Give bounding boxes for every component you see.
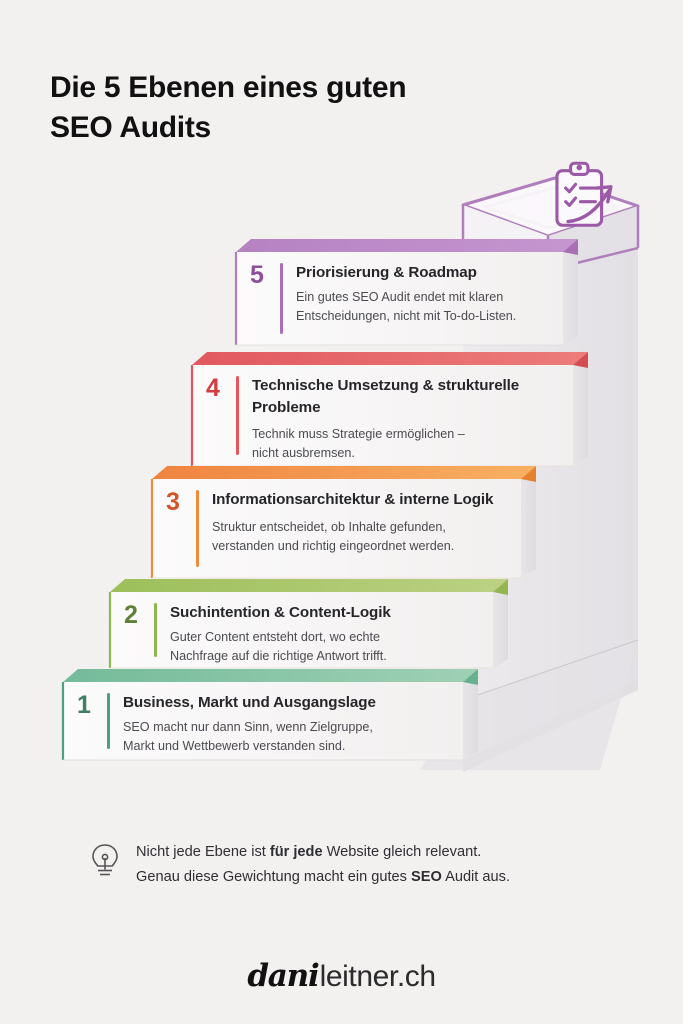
step-number-1: 1 [77,691,91,719]
step-description-2-line-2: Nachfrage auf die richtige Antwort triff… [170,648,387,663]
step-block-1 [61,669,478,761]
brand-logo-domain: leitner.ch [319,960,436,993]
step-number-2: 2 [124,601,138,629]
step-title-3-line-2: interne Logik [399,491,494,508]
footer-line-2: Genau diese Gewichtung macht ein gutes S… [136,865,510,890]
step-description-4-line-1: Technik muss Strategie ermöglichen – [252,427,465,442]
step-description-3-line-2: verstanden und richtig eingeordnet werde… [212,538,455,553]
step-accent-rule-2 [154,603,157,657]
step-title-2: Suchintention & Content-Logik [170,604,391,621]
footer-line-1-part-c: Website gleich relevant. [322,844,482,860]
step-title-3: Informationsarchitektur & interne Logik [212,489,511,511]
step-title-3-line-1: Informationsarchitektur & [212,491,396,508]
step-block-2 [108,579,508,669]
step-content-3: Informationsarchitektur & interne Logik … [212,488,511,556]
footer-line-1: Nicht jede Ebene ist für jede Website gl… [136,840,510,865]
step-card-5[interactable]: 5 Priorisierung & Roadmap Ein gutes SEO … [236,252,563,345]
step-description-5-line-2: Entscheidungen, nicht mit To-do-Listen. [296,308,517,323]
footer-line-2-emphasis: SEO [411,869,442,886]
step-title-4-line-2: strukturelle Probleme [252,377,520,416]
step-description-4-line-2: nicht ausbremsen. [252,446,355,461]
step-title-4-line-1: Technische Umsetzung & [252,377,434,394]
page-title: Die 5 Ebenen eines guten SEO Audits [50,68,610,148]
staircase-svg [61,161,640,772]
footer-line-2-part-c: Audit aus. [441,869,510,886]
step-title-4: Technische Umsetzung & strukturelle Prob… [252,375,563,418]
step-description-5: Ein gutes SEO Audit endet mit klaren Ent… [296,288,553,326]
step-description-3: Struktur entscheidet, ob Inhalte gefunde… [212,518,511,556]
step-number-5: 5 [250,261,264,289]
clipboard-growth-icon [555,161,613,227]
step-accent-rule-1 [107,693,110,749]
footer-line-1-emphasis: für jede [269,844,323,860]
step-description-5-line-1: Ein gutes SEO Audit endet mit klaren [296,289,504,304]
footer-note: Nicht jede Ebene ist für jede Website gl… [88,840,618,890]
lightbulb-icon [88,840,122,885]
step-description-1-line-1: SEO macht nur dann Sinn, wenn Zielgruppe… [123,719,373,734]
step-number-3: 3 [166,488,180,516]
step-accent-rule-5 [280,263,283,334]
page-title-line-2: SEO Audits [50,111,211,145]
step-description-1: SEO macht nur dann Sinn, wenn Zielgruppe… [123,718,453,756]
step-number-4: 4 [206,374,220,402]
step-content-4: Technische Umsetzung & strukturelle Prob… [252,374,563,463]
step-accent-rule-4 [236,376,239,455]
step-content-2: Suchintention & Content-Logik Guter Cont… [170,601,483,666]
step-description-4: Technik muss Strategie ermöglichen – nic… [252,425,563,463]
step-card-2[interactable]: 2 Suchintention & Content-Logik Guter Co… [110,592,493,668]
step-card-3[interactable]: 3 Informationsarchitektur & interne Logi… [152,479,521,578]
step-description-1-line-2: Markt und Wettbewerb verstanden sind. [123,738,346,753]
step-block-4 [190,352,588,467]
step-block-3 [150,466,536,579]
step-title-1: Business, Markt und Ausgangslage [123,694,376,711]
step-description-2: Guter Content entsteht dort, wo echte Na… [170,628,483,666]
step-card-1[interactable]: 1 Business, Markt und Ausgangslage SEO m… [63,682,463,760]
step-accent-rule-3 [196,490,199,567]
page-title-line-1: Die 5 Ebenen eines guten [50,71,407,104]
footer-line-2-part-a: Genau diese Gewichtung macht ein gutes [136,869,412,886]
step-description-2-line-1: Guter Content entsteht dort, wo echte [170,629,381,644]
staircase-diagram: 5 Priorisierung & Roadmap Ein gutes SEO … [61,161,640,772]
step-content-1: Business, Markt und Ausgangslage SEO mac… [123,691,453,756]
step-description-3-line-1: Struktur entscheidet, ob Inhalte gefunde… [212,519,446,534]
brand-logo[interactable]: danileitner.ch [0,958,683,994]
step-title-5: Priorisierung & Roadmap [296,264,477,281]
brand-logo-script: dani [247,958,319,994]
footer-line-1-part-a: Nicht jede Ebene ist [136,844,270,860]
step-card-4[interactable]: 4 Technische Umsetzung & strukturelle Pr… [192,365,573,466]
footer-text: Nicht jede Ebene ist für jede Website gl… [136,840,510,890]
step-block-5 [234,239,578,346]
step-content-5: Priorisierung & Roadmap Ein gutes SEO Au… [296,261,553,326]
